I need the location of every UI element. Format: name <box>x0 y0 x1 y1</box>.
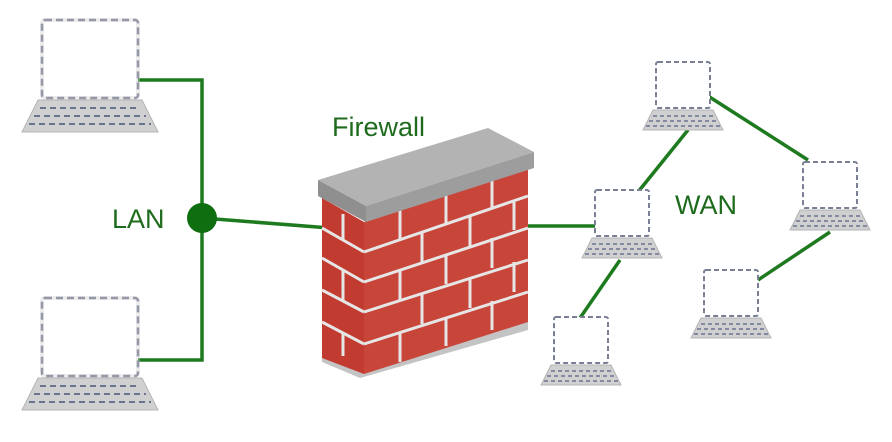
laptop-icon <box>20 296 160 412</box>
link-lan-firewall <box>201 216 331 230</box>
link-lan-bottom <box>138 218 204 362</box>
link-wan-right-bottomright <box>757 230 831 282</box>
wan-label: WAN <box>675 190 737 220</box>
brick-wall-icon <box>318 128 534 378</box>
wan-links <box>522 94 831 319</box>
link-lan-top <box>138 78 204 218</box>
link-wan-top-right <box>707 94 809 162</box>
laptop-icon <box>642 61 724 131</box>
firewall-label: Firewall <box>332 112 425 142</box>
link-wan-center-top <box>636 128 690 194</box>
lan-label: LAN <box>112 204 165 234</box>
lan-links <box>138 78 331 362</box>
laptop-icon <box>581 189 663 259</box>
link-wan-center-bottomleft <box>578 259 622 319</box>
laptop-icon <box>20 18 160 134</box>
laptop-icon <box>540 316 622 386</box>
hub-node-icon <box>187 203 217 233</box>
laptop-icon <box>789 161 871 231</box>
